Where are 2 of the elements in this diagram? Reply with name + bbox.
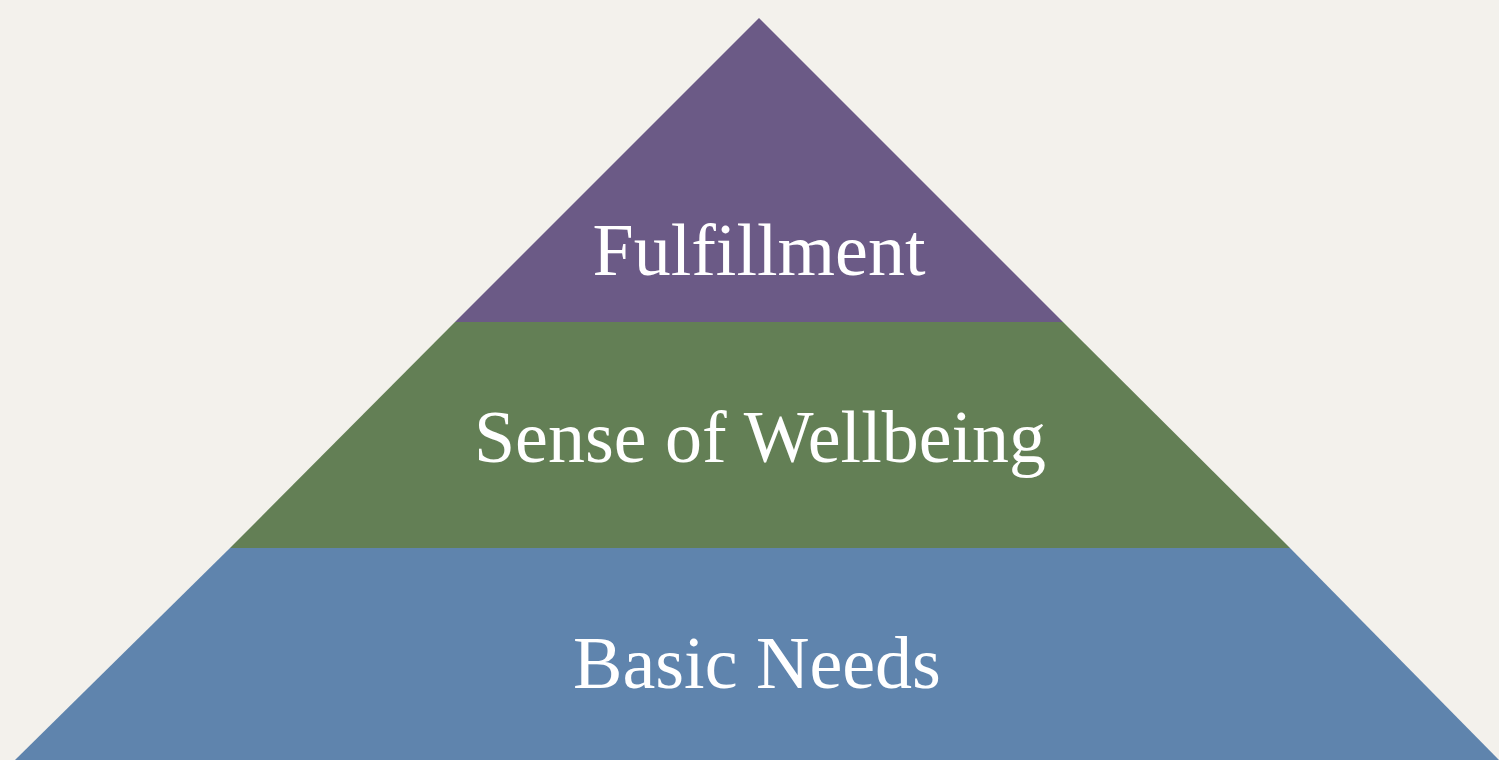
tier-label: Fulfillment	[592, 213, 926, 287]
tier-label: Basic Needs	[573, 626, 941, 700]
